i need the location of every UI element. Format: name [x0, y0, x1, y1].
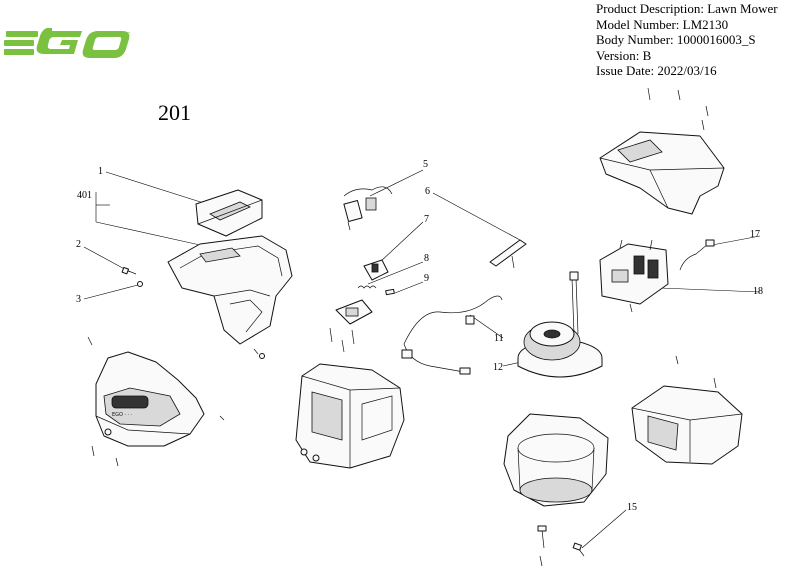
part-7-switch [363, 259, 389, 281]
part-8-spring [357, 285, 377, 289]
svg-text:™: ™ [127, 31, 131, 36]
document-header: Product Description: Lawn Mower Model Nu… [596, 1, 778, 79]
issue-date: Issue Date: 2022/03/16 [596, 63, 717, 78]
callout-15: 15 [627, 502, 637, 513]
ego-logo: ™ [4, 28, 131, 58]
part-12-motor [517, 271, 603, 378]
part-9-pin [385, 288, 395, 296]
part-6-bracket [489, 239, 527, 269]
assembly-number: 201 [158, 100, 191, 125]
rear-upper-cover [599, 87, 725, 215]
callout-7: 7 [424, 214, 429, 225]
part-15-screws [537, 525, 585, 567]
part-18-controller-board [599, 239, 669, 313]
callout-1: 1 [98, 166, 103, 177]
part-2-screw [121, 266, 137, 275]
callout-17: 17 [750, 229, 760, 240]
callout-9: 9 [424, 273, 429, 284]
callout-6: 6 [425, 186, 430, 197]
latch-bracket [329, 299, 373, 353]
callout-8: 8 [424, 253, 429, 264]
callout-3: 3 [76, 294, 81, 305]
center-housing [295, 363, 405, 469]
callout-401: 401 [77, 190, 92, 201]
callout-2: 2 [76, 239, 81, 250]
part-3-washer [137, 281, 143, 287]
part-401-upper-housing [167, 235, 293, 345]
body-number: Body Number: 1000016003_S [596, 32, 756, 47]
callout-11: 11 [494, 333, 504, 344]
callout-5: 5 [423, 159, 428, 170]
leader-lines [83, 169, 761, 549]
part-17-cable [679, 239, 715, 271]
part-11-wire-harness [401, 295, 503, 375]
fasteners-left [87, 336, 265, 467]
callout-18: 18 [753, 286, 763, 297]
part-1-top-cover [195, 189, 263, 237]
callout-12: 12 [493, 362, 503, 373]
version: Version: B [596, 47, 652, 63]
motor-mount-base [503, 413, 609, 507]
product-description: Product Description: Lawn Mower [596, 1, 778, 16]
part-5-switch-harness [343, 186, 393, 231]
model-number: Model Number: LM2130 [596, 16, 729, 32]
rear-lower-housing [631, 355, 743, 465]
callout-labels: 1 401 2 3 5 6 7 8 9 11 12 15 17 18 [76, 159, 763, 513]
svg-text:EGO · · ·: EGO · · · [112, 412, 133, 418]
front-housing: EGO · · · [95, 351, 205, 447]
